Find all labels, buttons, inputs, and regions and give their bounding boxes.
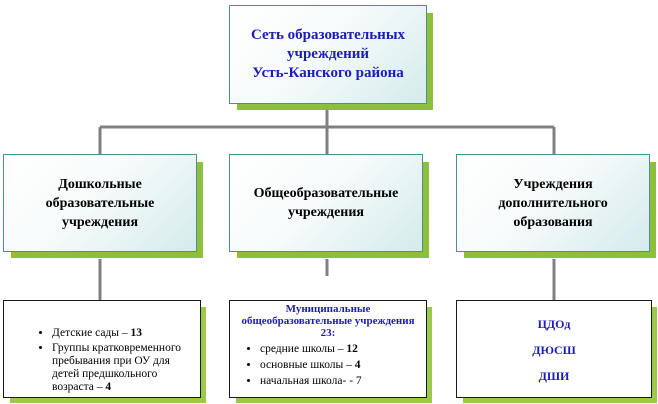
list-item: средние школы – 12 xyxy=(260,343,422,356)
additional-item: ДШИ xyxy=(538,369,570,383)
general-title-line: 23: xyxy=(320,327,336,339)
list-item: Детские сады – 13 xyxy=(52,327,194,340)
category-label-line: образовательные xyxy=(45,195,155,211)
category-additional: Учреждения дополнительного образования xyxy=(456,154,656,258)
general-list: средние школы – 12 основные школы – 4 на… xyxy=(234,343,422,388)
category-preschool: Дошкольные образовательные учреждения xyxy=(3,154,203,258)
category-label-line: Дошкольные xyxy=(58,176,142,192)
item-value: 4 xyxy=(354,359,361,371)
root-title-line-1: Сеть образовательных xyxy=(250,27,406,43)
item-value: 13 xyxy=(130,327,143,339)
preschool-list: Детские сады – 13 Группы кратковременног… xyxy=(26,327,194,394)
item-label: основные школы – xyxy=(260,359,355,371)
additional-item: ЦДОд xyxy=(537,317,571,331)
leaf-preschool: Детские сады – 13 Группы кратковременног… xyxy=(3,300,206,403)
category-label-line: дополнительного xyxy=(498,195,608,211)
list-item: начальная школа- - 7 xyxy=(260,375,422,388)
general-title: Муниципальные общеобразовательные учрежд… xyxy=(234,303,422,339)
item-value: 12 xyxy=(346,343,358,355)
root-title-line-3: Усть-Канского района xyxy=(252,65,404,81)
category-label-line: образования xyxy=(513,214,593,230)
list-item: Группы кратковременного пребывания при О… xyxy=(52,342,194,394)
root-title-line-2: учреждений xyxy=(286,46,369,62)
category-label-line: учреждения xyxy=(287,205,365,220)
item-label: средние школы – xyxy=(260,343,347,355)
category-label-line: учреждения xyxy=(61,214,139,230)
root-node: Сеть образовательных учреждений Усть-Кан… xyxy=(229,5,433,110)
item-label: Группы кратковременного пребывания при О… xyxy=(52,342,182,393)
general-title-line: общеобразовательные учреждения xyxy=(241,315,415,327)
leaf-additional: ЦДОд ДЮСШ ДШИ xyxy=(456,300,657,403)
category-general: Общеобразовательные учреждения xyxy=(229,154,429,258)
item-value: 4 xyxy=(105,381,112,393)
additional-item: ДЮСШ xyxy=(532,343,576,357)
item-label: Детские сады – xyxy=(52,327,131,339)
item-label: начальная школа- - xyxy=(260,375,356,387)
list-item: основные школы – 4 xyxy=(260,359,422,372)
leaf-general: Муниципальные общеобразовательные учрежд… xyxy=(229,300,432,403)
category-label-line: Общеобразовательные xyxy=(253,186,399,201)
item-value: 7 xyxy=(355,375,362,387)
general-title-line: Муниципальные xyxy=(285,303,371,315)
category-label-line: Учреждения xyxy=(513,176,593,192)
